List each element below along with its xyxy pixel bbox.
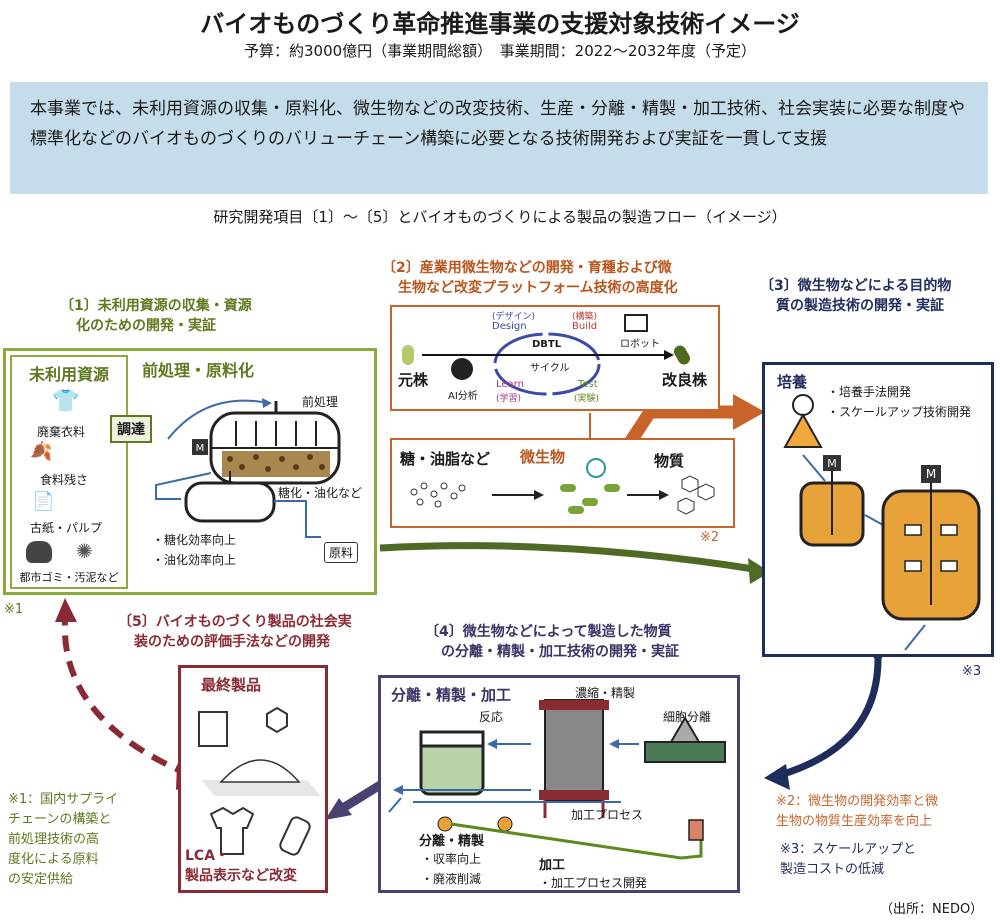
- robot-label: ロボット: [620, 339, 660, 350]
- note-1-marker: ※1: [4, 602, 24, 617]
- resources-box: 未利用資源 👕 廃棄衣料 🍂 食料残さ 📄 古紙・パルプ ✺ 都市ゴミ・汚泥など: [10, 355, 128, 589]
- dbtl-cycle-diagram: [402, 314, 690, 396]
- note-1-text: ※1：国内サプライ チェーンの構築と 前処理技術の高 度化による原料 の安定供給: [8, 792, 119, 887]
- improved-strain: 改良株: [662, 371, 708, 389]
- cycle-label: サイクル: [530, 363, 570, 374]
- separation-equipment: [388, 699, 726, 860]
- final-product-box: 最終製品 LCA・ 製品表示など改変: [178, 665, 328, 893]
- sugar-label: 糖化・油化など: [278, 486, 363, 500]
- culture-title: 培養: [777, 373, 808, 391]
- proc-bullet-1: ・加工プロセス開発: [539, 876, 648, 890]
- culture-equipment: M M: [783, 394, 981, 651]
- culture-bullet-1: ・培養手法開発: [827, 385, 912, 399]
- budget-subtitle: 予算：約3000億円（事業期間総額） 事業期間：2022〜2032年度（予定）: [243, 42, 757, 60]
- note-3-text: ※3：スケールアップと 製造コストの低減: [780, 842, 917, 877]
- summary-box: 本事業では、未利用資源の収集・原料化、微生物などの改変技術、生産・分離・精製・加…: [10, 82, 988, 194]
- source-label: （出所：NEDO）: [880, 902, 984, 917]
- microbe-box: 糖・油脂など 微生物 物質: [390, 438, 735, 528]
- design-label: Design: [492, 321, 527, 332]
- svg-text:M: M: [926, 467, 936, 481]
- garbage-bag-icon: [26, 541, 52, 563]
- learn-label: Learn: [496, 379, 524, 390]
- design-jp: (デザイン): [492, 312, 536, 322]
- sep-bullet-1: ・収率向上: [421, 852, 482, 866]
- microbe-process-diagram: [410, 458, 715, 515]
- item4-box: 分離・精製・加工 濃縮・精製 細胞分離 反応 加工プロセス 分離・精製 ・収率向…: [378, 675, 740, 893]
- sludge-icon: ✺: [76, 539, 93, 563]
- lca-label: LCA・ 製品表示など改変: [185, 848, 297, 884]
- food-waste-icon: 🍂: [30, 441, 53, 462]
- green-flow-arrow: [379, 542, 761, 574]
- pretreat-label: 前処理: [302, 395, 339, 409]
- test-jp: (実験): [574, 394, 600, 404]
- resource-paper: 古紙・パルプ: [30, 521, 103, 535]
- reaction-label: 反応: [479, 710, 504, 724]
- proc-subtitle: 加工: [539, 858, 566, 873]
- note-2-marker: ※2: [700, 530, 720, 545]
- flow-title: 研究開発項目〔1〕〜〔5〕とバイオものづくりによる製品の製造フロー（イメージ）: [213, 208, 787, 226]
- shirt-icon: 👕: [52, 389, 80, 414]
- sep-bullet-2: ・廃液削減: [421, 872, 482, 886]
- maroon-dashed-arrow: [61, 619, 192, 778]
- item3-box: 培養 ・培養手法開発 ・スケールアップ技術開発 M M: [762, 362, 994, 657]
- item2-heading: 〔2〕産業用微生物などの開発・育種および微 生物など改変プラットフォーム技術の高…: [382, 260, 678, 296]
- pretreat-bullet-2: ・油化効率向上: [152, 553, 237, 567]
- pretreat-equipment: M: [155, 398, 341, 538]
- svg-text:M: M: [196, 443, 205, 454]
- origin-strain: 元株: [398, 371, 429, 389]
- item4-heading: 〔4〕微生物などによって製造した物質 の分離・精製・加工技術の開発・実証: [425, 624, 679, 660]
- microbe-label: 微生物: [520, 448, 566, 466]
- page-title: バイオものづくり革命推進事業の支援対象技術イメージ: [200, 10, 800, 38]
- pretreat-bullet-1: ・糖化効率向上: [152, 533, 237, 547]
- resource-food: 食料残さ: [40, 473, 89, 487]
- material-label: 原料: [324, 542, 359, 563]
- note-2-text: ※2：微生物の開発効率と微 生物の物質生産効率を向上: [776, 794, 939, 829]
- dbtl-label: DBTL: [532, 339, 562, 350]
- final-product-title: 最終製品: [201, 676, 262, 694]
- procure-tag: 調達: [110, 415, 152, 443]
- concentrate-label: 濃縮・精製: [575, 686, 636, 700]
- ai-label: AI分析: [448, 391, 478, 402]
- pretreat-title: 前処理・原料化: [142, 361, 255, 380]
- learn-jp: (学習): [496, 394, 522, 404]
- item1-box: 未利用資源 👕 廃棄衣料 🍂 食料残さ 📄 古紙・パルプ ✺ 都市ゴミ・汚泥など…: [3, 348, 377, 595]
- process-label: 加工プロセス: [571, 808, 644, 822]
- dbtl-box: 元株 改良株 DBTL サイクル (デザイン) Design (構築) Buil…: [390, 305, 720, 411]
- culture-bullet-2: ・スケールアップ技術開発: [827, 405, 972, 419]
- svg-text:M: M: [827, 457, 837, 470]
- paper-icon: 📄: [32, 491, 55, 512]
- sep-box-title: 分離・精製・加工: [391, 686, 512, 704]
- note-3-marker: ※3: [962, 664, 982, 679]
- cell-sep-label: 細胞分離: [663, 710, 712, 724]
- item3-heading: 〔3〕微生物などによる目的物 質の製造技術の開発・実証: [760, 278, 952, 314]
- resource-city: 都市ゴミ・汚泥など: [19, 571, 119, 584]
- final-products-illustration: [198, 706, 321, 856]
- item5-heading: 〔5〕バイオものづくり製品の社会実 装のための評価手法などの開発: [118, 614, 352, 650]
- resource-clothes: 廃棄衣料: [37, 425, 86, 439]
- test-label: Test: [578, 379, 598, 390]
- sep-subtitle: 分離・精製: [419, 834, 485, 849]
- sugar-oil-label: 糖・油脂など: [400, 450, 491, 468]
- build-jp: (構築): [572, 312, 598, 322]
- item1-heading: 〔1〕未利用資源の収集・資源 化のための開発・実証: [60, 298, 252, 334]
- navy-flow-arrow: [778, 654, 882, 779]
- resources-title: 未利用資源: [28, 365, 109, 384]
- build-label: Build: [572, 321, 598, 332]
- substance-label: 物質: [654, 452, 685, 470]
